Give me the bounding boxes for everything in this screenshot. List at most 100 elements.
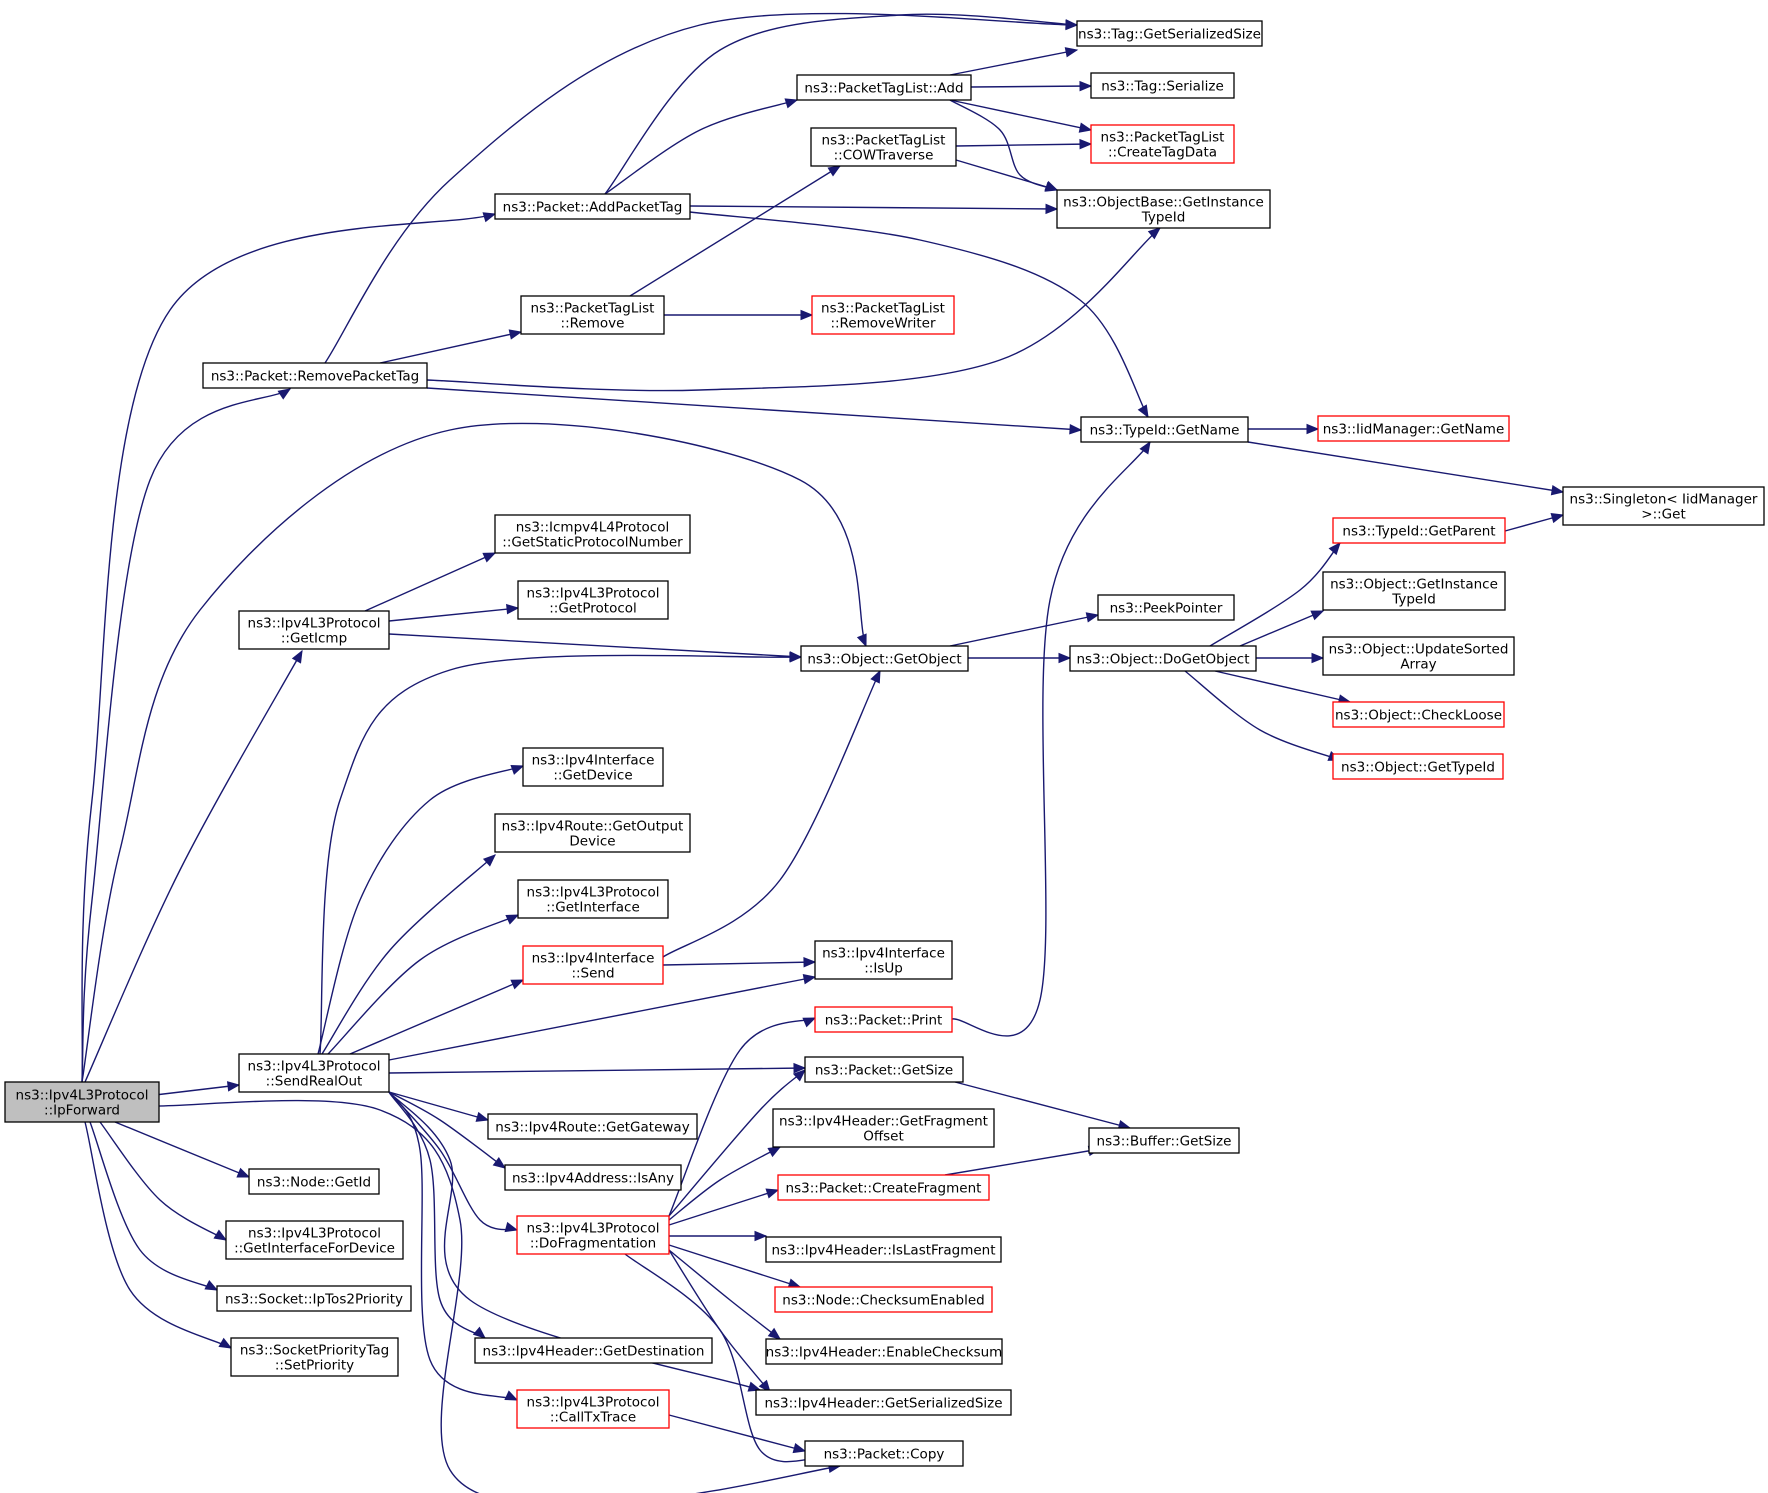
edge-packettaglistadd-to-createtagdata bbox=[949, 99, 1093, 133]
edge-ipforward-to-getinterfacefordevice bbox=[99, 1121, 228, 1241]
node-getinterfacefordevice[interactable]: ns3::Ipv4L3Protocol::GetInterfaceForDevi… bbox=[225, 1220, 404, 1260]
node-createfragment[interactable]: ns3::Packet::CreateFragment bbox=[777, 1174, 990, 1201]
node-label: ns3::Ipv4L3Protocol bbox=[248, 1059, 381, 1075]
node-buffergetsize[interactable]: ns3::Buffer::GetSize bbox=[1088, 1127, 1240, 1154]
edge-line bbox=[954, 1081, 1131, 1129]
node-taggetserializedsize[interactable]: ns3::Tag::GetSerializedSize bbox=[1076, 20, 1263, 47]
node-getprotocol[interactable]: ns3::Ipv4L3Protocol::GetProtocol bbox=[517, 580, 669, 620]
node-nodegetid[interactable]: ns3::Node::GetId bbox=[248, 1168, 380, 1195]
node-singletonget[interactable]: ns3::Singleton< IidManager>::Get bbox=[1562, 486, 1765, 526]
node-geticmp[interactable]: ns3::Ipv4L3Protocol::GetIcmp bbox=[238, 610, 390, 650]
arrow-head-icon bbox=[803, 956, 817, 968]
node-removewriter[interactable]: ns3::PacketTagList::RemoveWriter bbox=[811, 295, 955, 335]
node-box bbox=[1080, 416, 1249, 443]
node-isup[interactable]: ns3::Ipv4Interface::IsUp bbox=[814, 940, 953, 980]
node-dofragmentation[interactable]: ns3::Ipv4L3Protocol::DoFragmentation bbox=[516, 1215, 670, 1255]
node-sendrealout[interactable]: ns3::Ipv4L3Protocol::SendRealOut bbox=[238, 1053, 390, 1093]
node-typeidgetname[interactable]: ns3::TypeId::GetName bbox=[1080, 416, 1249, 443]
arrow-head-icon bbox=[475, 1111, 490, 1122]
node-getinterface[interactable]: ns3::Ipv4L3Protocol::GetInterface bbox=[517, 879, 669, 919]
node-box bbox=[1332, 701, 1505, 728]
arrow-head-icon bbox=[1328, 541, 1341, 556]
arrow-head-icon bbox=[1079, 80, 1093, 92]
edge-ipforward-to-addpackettag bbox=[81, 212, 497, 1083]
node-dogetobject[interactable]: ns3::Object::DoGetObject bbox=[1069, 645, 1257, 672]
node-box bbox=[1090, 72, 1235, 99]
node-packetprint[interactable]: ns3::Packet::Print bbox=[814, 1006, 953, 1033]
node-label: ns3::Ipv4Route::GetOutput bbox=[502, 819, 684, 835]
node-label: >::Get bbox=[1641, 507, 1685, 523]
node-packettaglistremove[interactable]: ns3::PacketTagList::Remove bbox=[520, 295, 665, 335]
node-peekpointer[interactable]: ns3::PeekPointer bbox=[1097, 594, 1235, 621]
node-label: ns3::Object::GetTypeId bbox=[1341, 760, 1495, 776]
node-calltxtrace[interactable]: ns3::Ipv4L3Protocol::CallTxTrace bbox=[516, 1389, 670, 1429]
node-label: ns3::Packet::Copy bbox=[824, 1447, 945, 1463]
node-label: ns3::Packet::GetSize bbox=[815, 1063, 953, 1079]
node-ipv4interfacesend[interactable]: ns3::Ipv4Interface::Send bbox=[522, 945, 664, 985]
node-cowtraverse[interactable]: ns3::PacketTagList::COWTraverse bbox=[810, 127, 957, 167]
edge-ipforward-to-objectgetobject bbox=[81, 422, 867, 1083]
node-checksumenabled[interactable]: ns3::Node::ChecksumEnabled bbox=[774, 1286, 993, 1313]
node-packettaglistadd[interactable]: ns3::PacketTagList::Add bbox=[796, 74, 972, 101]
edge-line bbox=[154, 1099, 841, 1493]
node-box bbox=[202, 362, 428, 389]
node-packetgetsize[interactable]: ns3::Packet::GetSize bbox=[804, 1056, 964, 1083]
edge-line bbox=[81, 388, 291, 1083]
node-box bbox=[520, 295, 665, 335]
node-tagserialize[interactable]: ns3::Tag::Serialize bbox=[1090, 72, 1235, 99]
node-typeidgetparent[interactable]: ns3::TypeId::GetParent bbox=[1332, 517, 1506, 544]
node-removepackettag[interactable]: ns3::Packet::RemovePacketTag bbox=[202, 362, 428, 389]
edge-sendrealout-to-isup bbox=[388, 974, 817, 1061]
arrow-head-icon bbox=[218, 1337, 233, 1349]
node-ipv4interfacegetdevice[interactable]: ns3::Ipv4Interface::GetDevice bbox=[522, 747, 664, 787]
edge-sendrealout-to-headergetserializedsize bbox=[388, 1091, 762, 1392]
node-checkloose[interactable]: ns3::Object::CheckLoose bbox=[1332, 701, 1505, 728]
node-iptos2priority[interactable]: ns3::Socket::IpTos2Priority bbox=[216, 1285, 412, 1312]
edge-line bbox=[327, 914, 519, 1055]
arrow-head-icon bbox=[870, 669, 881, 684]
node-getdestination[interactable]: ns3::Ipv4Header::GetDestination bbox=[474, 1337, 713, 1364]
node-isany[interactable]: ns3::Ipv4Address::IsAny bbox=[504, 1164, 682, 1191]
arrow-head-icon bbox=[510, 979, 525, 990]
edge-addpackettag-to-packettaglistadd bbox=[604, 98, 799, 195]
node-iidmanagergetname[interactable]: ns3::IidManager::GetName bbox=[1317, 415, 1510, 442]
edge-line bbox=[951, 441, 1151, 1037]
edge-line bbox=[114, 1121, 250, 1178]
node-addpackettag[interactable]: ns3::Packet::AddPacketTag bbox=[494, 193, 691, 220]
node-box bbox=[814, 940, 953, 980]
edge-line bbox=[379, 331, 522, 364]
node-label: ns3::Packet::AddPacketTag bbox=[503, 200, 683, 216]
edge-ipforward-to-sendrealout bbox=[154, 1081, 241, 1096]
node-getgateway[interactable]: ns3::Ipv4Route::GetGateway bbox=[487, 1113, 698, 1140]
node-box bbox=[230, 1337, 399, 1377]
edge-ipforward-to-removepackettag bbox=[81, 388, 292, 1083]
node-box bbox=[796, 74, 972, 101]
node-box bbox=[1076, 20, 1263, 47]
node-objectgetobject[interactable]: ns3::Object::GetObject bbox=[800, 645, 969, 672]
node-packetcopy[interactable]: ns3::Packet::Copy bbox=[804, 1440, 964, 1467]
node-getstaticprotocolnumber[interactable]: ns3::Icmpv4L4Protocol::GetStaticProtocol… bbox=[494, 514, 691, 554]
node-label: ns3::Ipv4L3Protocol bbox=[527, 885, 660, 901]
arrow-head-icon bbox=[204, 1280, 219, 1291]
node-objectgettypeid[interactable]: ns3::Object::GetTypeId bbox=[1332, 753, 1504, 780]
node-ipforward[interactable]: ns3::Ipv4L3Protocol::IpForward bbox=[4, 1081, 160, 1123]
node-box bbox=[1097, 594, 1235, 621]
edge-dofragmentation-to-islastfragment bbox=[669, 1230, 768, 1242]
node-islastfragment[interactable]: ns3::Ipv4Header::IsLastFragment bbox=[765, 1236, 1002, 1263]
node-label: ns3::Socket::IpTos2Priority bbox=[225, 1292, 403, 1308]
edge-sendrealout-to-ipv4interfacesend bbox=[349, 979, 525, 1055]
edge-line bbox=[426, 227, 1161, 392]
arrow-head-icon bbox=[1139, 440, 1151, 455]
edge-sendrealout-to-getgateway bbox=[388, 1091, 490, 1122]
node-createtagdata[interactable]: ns3::PacketTagList::CreateTagData bbox=[1090, 124, 1235, 164]
node-box bbox=[772, 1108, 995, 1148]
node-headergetserializedsize[interactable]: ns3::Ipv4Header::GetSerializedSize bbox=[755, 1389, 1012, 1416]
node-setpriority[interactable]: ns3::SocketPriorityTag::SetPriority bbox=[230, 1337, 399, 1377]
edge-line bbox=[944, 1148, 1101, 1176]
node-enablechecksum[interactable]: ns3::Ipv4Header::EnableChecksum bbox=[765, 1338, 1003, 1365]
